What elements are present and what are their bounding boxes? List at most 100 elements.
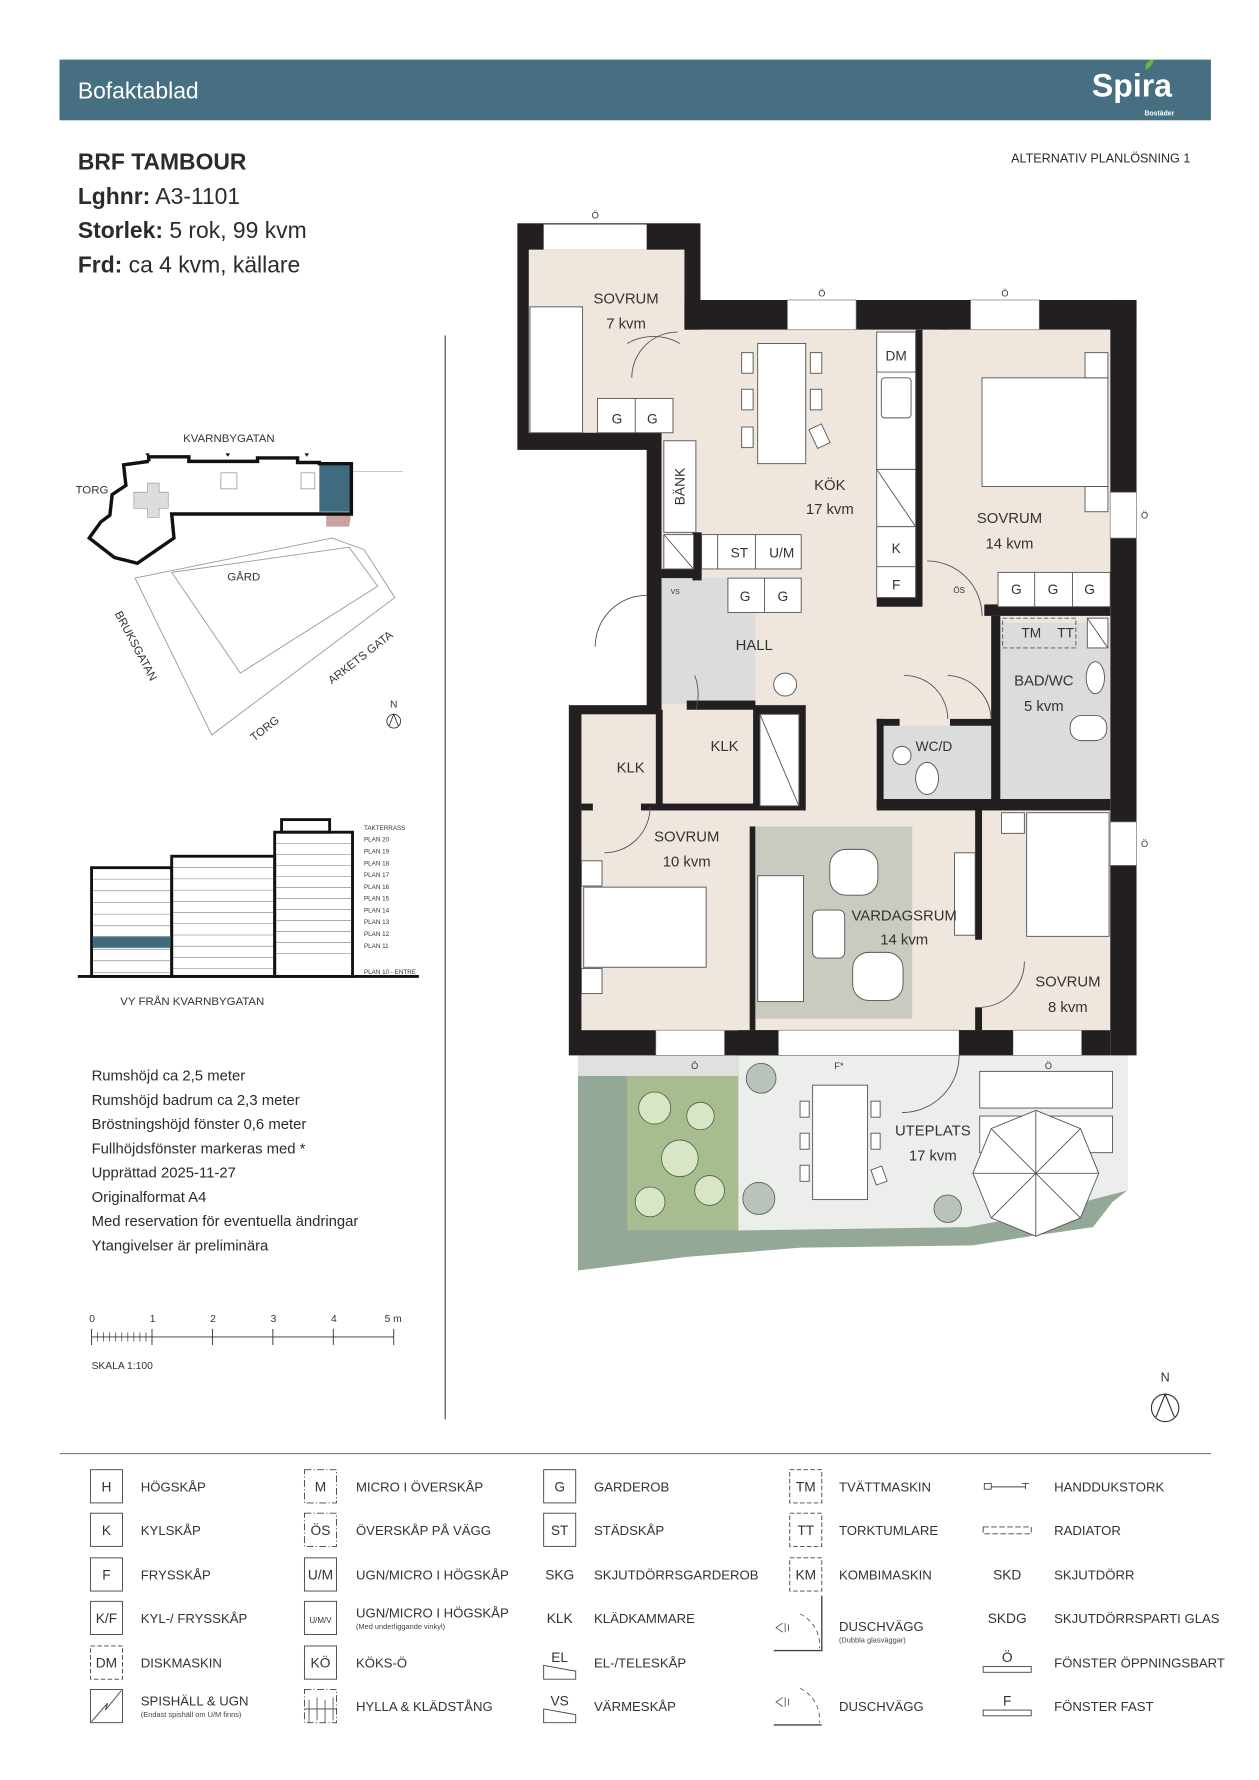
coffee-table [812,909,846,959]
elevation-level-label: PLAN 14 [364,907,390,914]
elevation-entrance-label: PLAN 10 - ENTRE [364,969,416,976]
legend-code: VS [551,1693,569,1708]
legend-label: HÖGSKÅP [141,1479,206,1494]
sink-icon [892,745,912,766]
kitchen-counter [876,331,917,599]
legend-symbol-icon [303,1645,337,1680]
note-line: Upprättad 2025-11-27 [92,1166,236,1182]
room-name: KÖK [814,476,845,494]
legend-symbol-icon [89,1600,123,1635]
street-label: ARKETS GATA [326,629,395,687]
legend-code: KM [795,1568,816,1583]
elevation-level-label: PLAN 12 [364,931,390,938]
note-line: Fullhöjdsfönster markeras med * [92,1141,306,1157]
legend-label: DUSCHVÄGG [839,1699,924,1714]
bed [981,377,1109,488]
legend-label: SKJUTDÖRRSPARTI GLAS [1054,1611,1220,1626]
scale-tick-label: 2 [210,1314,216,1325]
elevation-level-label: PLAN 11 [364,943,389,950]
sink-icon [1085,661,1105,695]
bed [529,306,584,434]
legend-symbol-icon [303,1557,337,1592]
header-band [59,59,1211,121]
window-label: Ö [592,211,599,221]
legend-code: SKDG [988,1611,1027,1626]
note-line: Med reservation för eventuella ändringar [92,1214,359,1230]
legend-item: SKDG SKJUTDÖRRSPARTI GLAS [988,1611,1220,1626]
legend-symbol-icon [543,1512,577,1547]
room-area: 8 kvm [1048,1000,1088,1016]
legend-symbol-icon [303,1469,337,1504]
legend-label: STÄDSKÅP [594,1523,664,1538]
room-name: UTEPLATS [895,1124,971,1140]
legend-code: ST [551,1523,569,1538]
elevation-level-label: PLAN 16 [364,884,390,891]
bench [663,440,697,533]
north-arrow-icon [386,713,402,729]
room-name: VARDAGSRUM [851,908,956,924]
legend-label: KOMBIMASKIN [839,1568,932,1583]
sofa [757,875,804,1003]
legend-label: ÖVERSKÅP PÅ VÄGG [356,1523,491,1538]
legend-sublabel: (Dubbla glasväggar) [839,1636,906,1645]
note-line: Bröstningshöjd fönster 0,6 meter [92,1117,307,1133]
radiator-icon [982,1526,1032,1535]
stove-icon [91,1690,122,1722]
window-label: F* [834,1061,844,1071]
elevation-level-label: PLAN 13 [364,919,390,926]
legend-item: RADIATOR [982,1523,1121,1538]
square-label: TORG [249,714,282,744]
window-label: Ö [1141,511,1148,521]
fixture-label: F [892,578,900,593]
fixture-label: BÄNK [671,468,687,505]
room-name: SOVRUM [977,511,1042,527]
fixture-label: K [892,541,901,556]
legend-code: SKD [993,1568,1021,1583]
legend-code: KÖ [311,1654,331,1671]
fixture-label: VS [671,589,681,596]
cabinet-wedge-icon [543,1664,577,1680]
legend-label: KYLSKÅP [141,1523,201,1538]
cabinet-wedge-icon [543,1708,577,1724]
sink [880,377,912,419]
street-label: BRUKSGATAN [112,609,159,683]
logo-text: Spira [1092,67,1173,103]
legend-symbol-icon [303,1600,337,1635]
legend-label: UGN/MICRO I HÖGSKÅP [356,1568,509,1583]
room-name: KLK [710,739,738,755]
legend-code: EL [551,1650,568,1665]
room-area: 17 kvm [806,502,854,518]
storage: Frd: ca 4 kvm, källare [78,252,300,278]
legend-symbol-icon [303,1512,337,1547]
legend-symbol-icon [89,1512,123,1547]
chairs [741,352,831,450]
legend-code: U/M/V [309,1616,332,1625]
elevation-level-label: PLAN 18 [364,860,390,867]
shower-head-icon [775,1622,789,1633]
legend-label: HANDDUKSTORK [1054,1479,1164,1494]
legend-symbol-icon [89,1689,123,1724]
legend-sublabel: (Med underliggande vinkyl) [356,1622,446,1631]
room-name: KLK [617,761,645,777]
legend-item: HYLLA & KLÄDSTÅNG [303,1689,493,1724]
fixture-label: TT [1057,626,1074,641]
window-label: Ö [1045,1061,1052,1071]
legend-code: G [554,1479,565,1494]
elevation-level-label: TAKTERRASS [364,825,405,832]
terrace-highlight [326,514,352,527]
window-label: Ö [1001,289,1008,299]
legend-symbol-icon [789,1469,823,1504]
